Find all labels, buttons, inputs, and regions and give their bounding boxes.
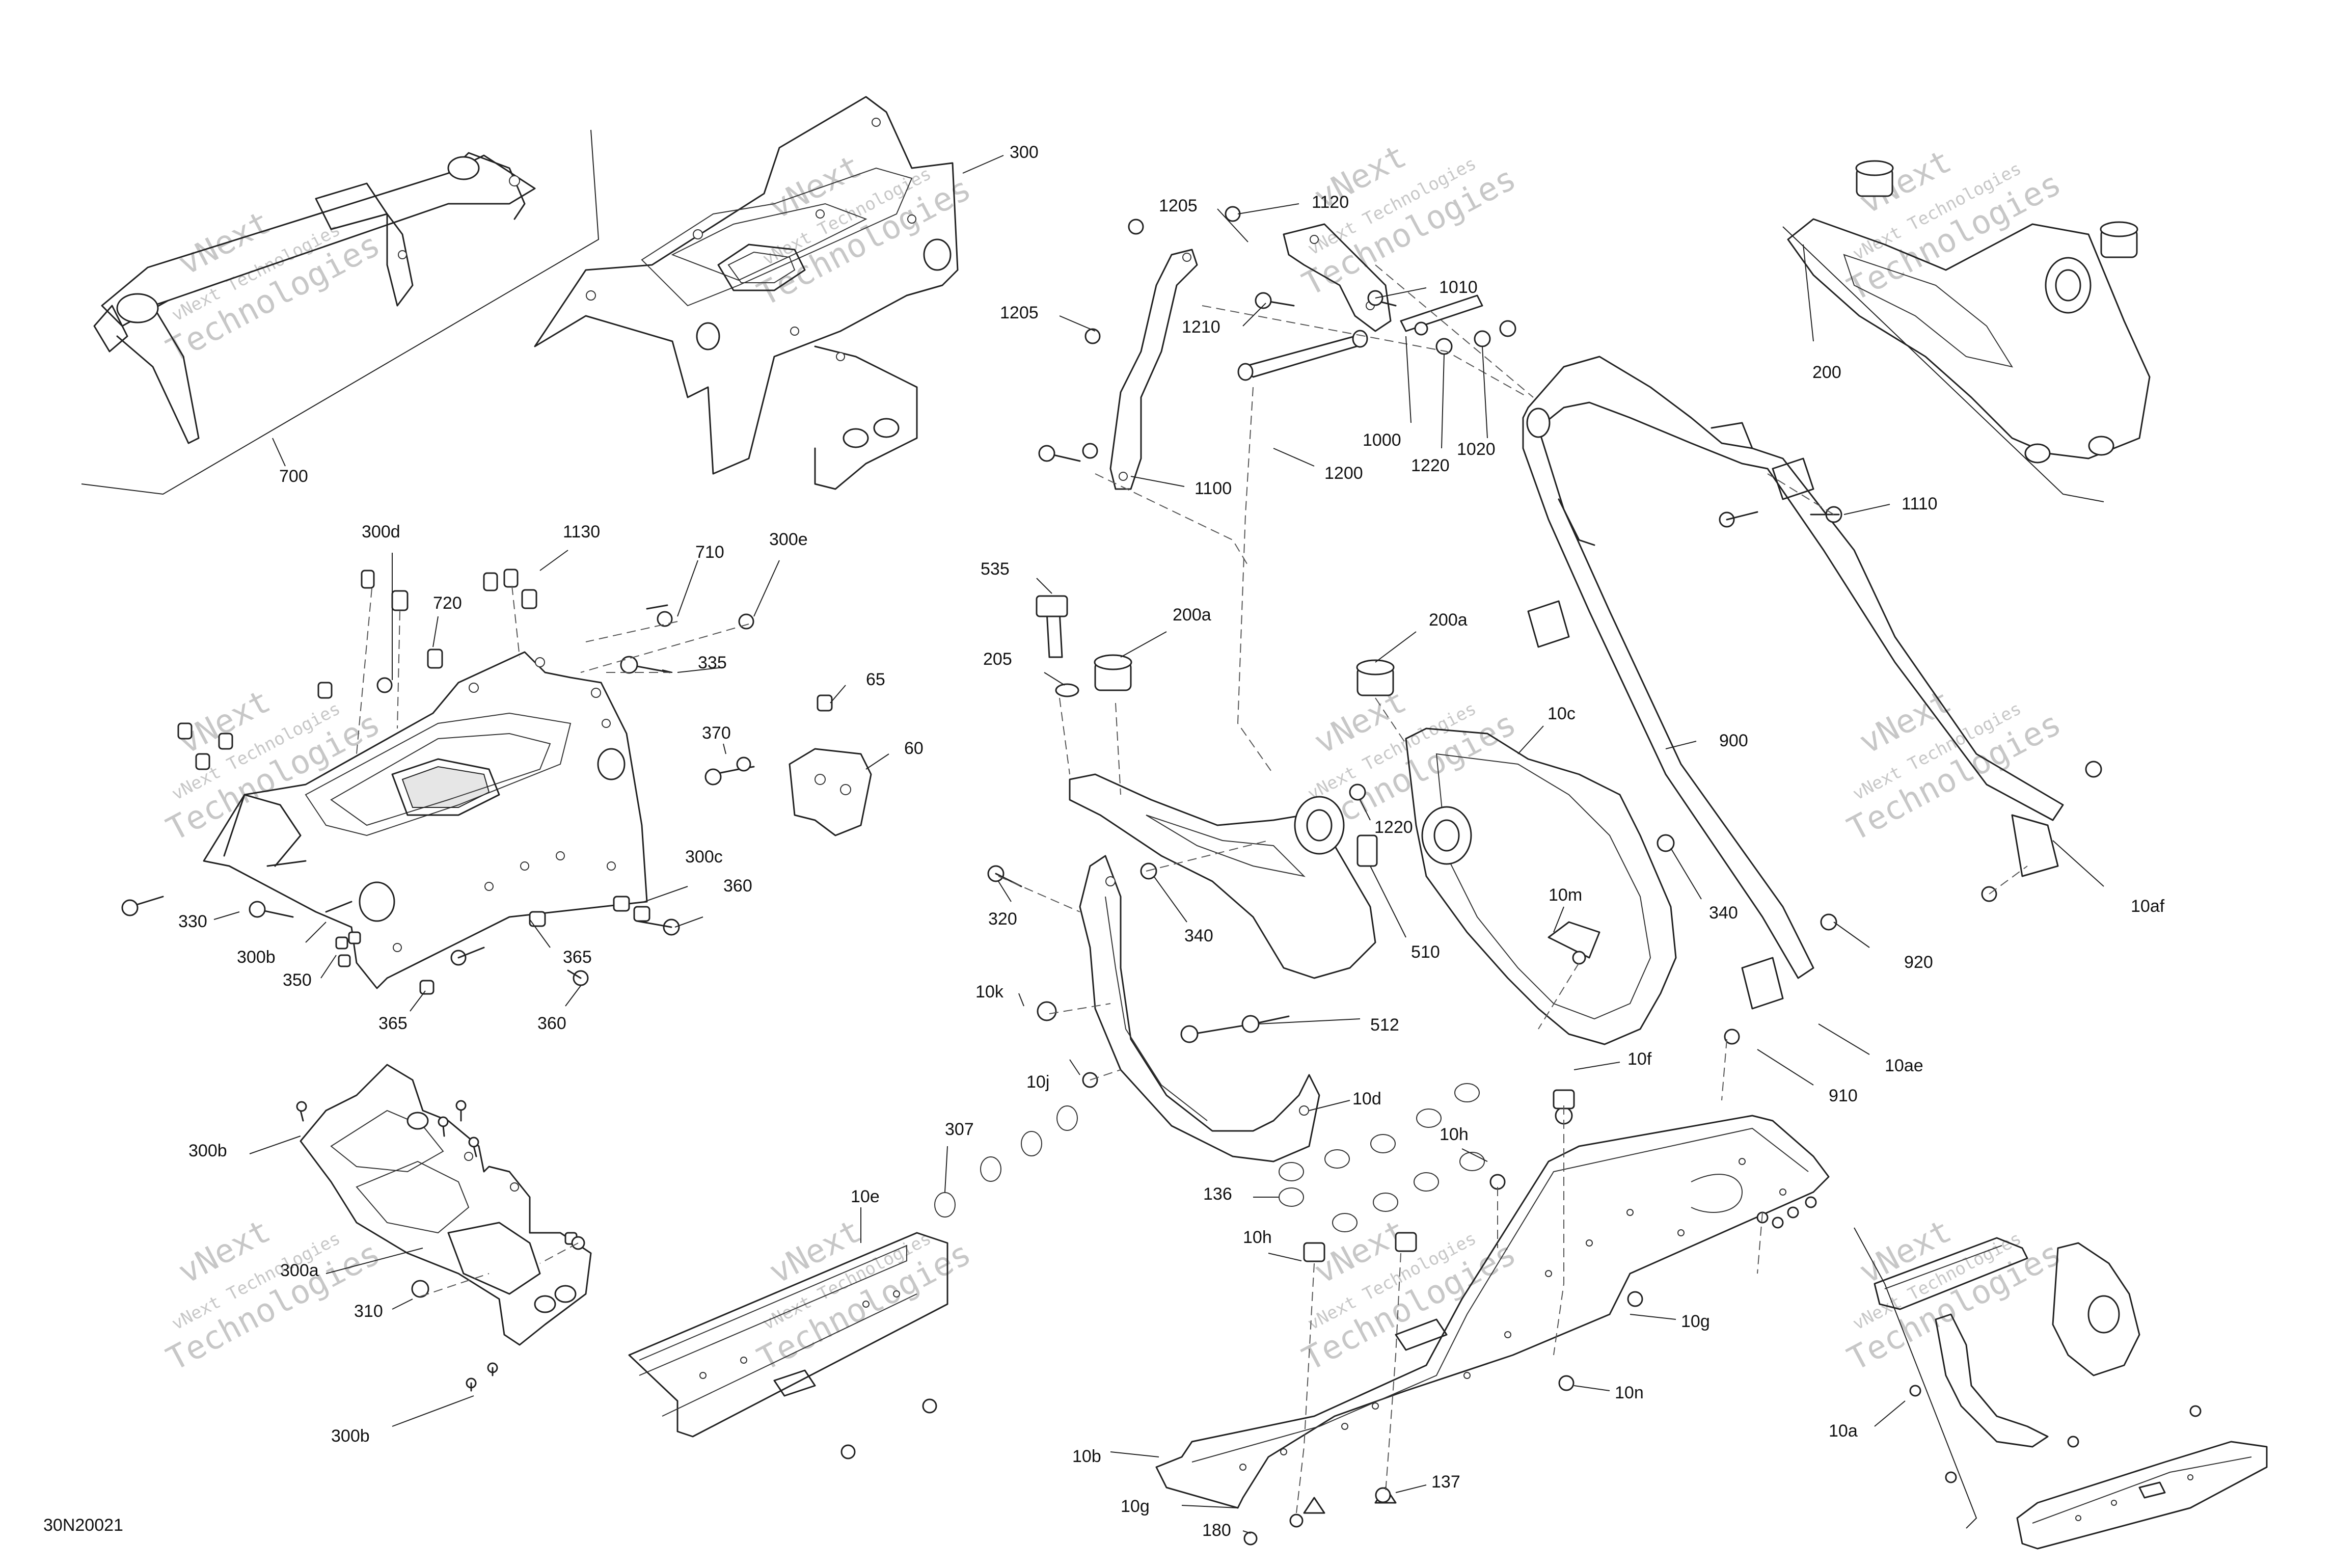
callout-300b: 300b: [331, 1426, 370, 1446]
callout-60: 60: [904, 739, 924, 758]
watermarks: vNext vNext Technologies Technologies vN…: [161, 138, 2068, 1378]
part-1205-plate: [1038, 206, 1516, 462]
callout-1205: 1205: [1000, 303, 1039, 322]
callout-1010: 1010: [1439, 278, 1478, 297]
watermark: vNext vNext Technologies Technologies: [161, 1212, 387, 1378]
part-10b-skid-plate: [1155, 1089, 1830, 1546]
drawing-number: 30N20021: [43, 1516, 123, 1535]
part-10c-bracket: [1405, 727, 1677, 1045]
watermark: vNext vNext Technologies Technologies: [1297, 138, 1523, 304]
callout-310: 310: [354, 1302, 383, 1321]
callout-10d: 10d: [1352, 1089, 1381, 1109]
callout-10k: 10k: [975, 982, 1004, 1002]
callout-1200: 1200: [1324, 464, 1363, 483]
callout-340: 340: [1184, 926, 1213, 945]
callout-136: 136: [1203, 1184, 1232, 1204]
callout-200a: 200a: [1173, 605, 1211, 625]
part-200-bracket: [1787, 160, 2151, 464]
callout-200: 200: [1812, 363, 1841, 382]
spacer-rings: [934, 1083, 1485, 1232]
callout-340: 340: [1709, 903, 1738, 923]
callout-300e: 300e: [769, 530, 808, 549]
part-10k-bracket: [1037, 773, 1376, 1163]
callout-300b: 300b: [188, 1141, 227, 1160]
watermark: vNext vNext Technologies Technologies: [1842, 683, 2068, 849]
callout-365: 365: [563, 948, 592, 967]
callout-300c: 300c: [685, 847, 723, 867]
callout-1020: 1020: [1457, 440, 1496, 459]
callout-300b: 300b: [237, 948, 276, 967]
part-900-tube: [1522, 356, 2102, 1045]
callout-330: 330: [178, 912, 207, 931]
part-300-upper-frame: [534, 96, 959, 490]
callout-1205: 1205: [1159, 196, 1198, 215]
callout-10h: 10h: [1243, 1228, 1272, 1247]
part-700-torsion-tube: [93, 152, 536, 444]
callout-65: 65: [866, 670, 885, 689]
callout-365: 365: [378, 1014, 408, 1033]
callout-710: 710: [695, 543, 724, 562]
callout-10b: 10b: [1072, 1447, 1101, 1466]
lower-frame-hardware: [121, 569, 754, 995]
watermark: vNext vNext Technologies Technologies: [161, 683, 387, 849]
callout-1210: 1210: [1182, 317, 1220, 337]
watermark: vNext vNext Technologies Technologies: [1842, 143, 2068, 309]
callout-10g: 10g: [1121, 1497, 1150, 1516]
part-10e-plate: [628, 1232, 948, 1459]
watermark: vNext vNext Technologies Technologies: [1842, 1212, 2068, 1378]
callout-1220: 1220: [1374, 818, 1413, 837]
leader-lines: [213, 155, 2104, 1534]
callout-10n: 10n: [1615, 1383, 1644, 1402]
callout-300a: 300a: [280, 1261, 319, 1280]
part-300a-subframe: [296, 1064, 592, 1392]
part-60-bracket: [704, 694, 872, 836]
callout-10e: 10e: [851, 1187, 880, 1206]
callout-10h: 10h: [1440, 1125, 1469, 1144]
part-10a-assembly: [1874, 1237, 2268, 1550]
callout-1100: 1100: [1195, 479, 1232, 498]
callout-350: 350: [283, 970, 312, 990]
callout-137: 137: [1431, 1472, 1460, 1492]
callout-1110: 1110: [1902, 494, 1938, 513]
callout-10g: 10g: [1681, 1312, 1710, 1331]
callout-1120: 1120: [1312, 193, 1349, 212]
callout-900: 900: [1719, 731, 1748, 750]
callout-700: 700: [279, 467, 308, 486]
part-300-lower-frame: [203, 651, 648, 989]
callout-10a: 10a: [1829, 1421, 1858, 1441]
callout-10j: 10j: [1026, 1072, 1049, 1092]
callout-205: 205: [983, 650, 1012, 669]
center-hardware: [987, 595, 1675, 887]
callout-200a: 200a: [1429, 610, 1468, 630]
callout-10af: 10af: [2131, 897, 2165, 916]
callout-720: 720: [433, 593, 462, 613]
callout-512: 512: [1370, 1015, 1399, 1035]
section-dividers: [81, 129, 2104, 1529]
watermark: vNext vNext Technologies Technologies: [161, 204, 387, 370]
callout-300d: 300d: [362, 522, 400, 542]
callout-1130: 1130: [563, 522, 600, 542]
callout-320: 320: [988, 909, 1017, 929]
callout-910: 910: [1829, 1086, 1858, 1105]
callout-360: 360: [537, 1014, 566, 1033]
callout-360: 360: [723, 876, 752, 896]
callout-335: 335: [698, 653, 727, 672]
callout-10c: 10c: [1548, 704, 1576, 723]
callout-920: 920: [1904, 953, 1933, 972]
callout-10m: 10m: [1549, 885, 1582, 905]
callout-510: 510: [1411, 942, 1440, 962]
callout-labels: 700 300 1205 1120 1205 1210 1010 1000 12…: [178, 143, 2165, 1540]
callout-180: 180: [1202, 1521, 1231, 1540]
assembly-dashed-lines: [356, 264, 2028, 1513]
callout-10ae: 10ae: [1885, 1056, 1923, 1075]
callout-370: 370: [702, 723, 731, 743]
callout-300: 300: [1010, 143, 1039, 162]
callout-1000: 1000: [1363, 430, 1401, 450]
callout-535: 535: [981, 559, 1010, 579]
callout-1220: 1220: [1411, 456, 1450, 475]
callout-307: 307: [945, 1120, 974, 1139]
callout-10f: 10f: [1627, 1049, 1652, 1069]
